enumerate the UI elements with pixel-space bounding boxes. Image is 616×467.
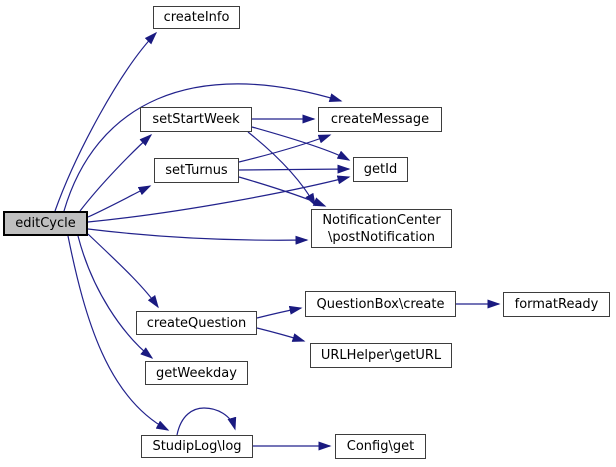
node-urlhelper-geturl[interactable]: URLHelper\getURL (310, 343, 452, 368)
edge-editCycle-StudipLog (67, 235, 170, 431)
edge-createQuestion-QuestionBox (256, 305, 303, 319)
edge-createQuestion-URLHelper (256, 327, 306, 342)
node-notificationcenter-postnotification[interactable]: NotificationCenter \postNotification (311, 209, 452, 248)
node-getWeekday[interactable]: getWeekday (145, 361, 248, 385)
edge-setTurnus-getId (238, 164, 351, 174)
edge-setTurnus-createMessage (238, 134, 332, 163)
edge-setTurnus-NotificationCenter (238, 176, 327, 207)
node-setTurnus[interactable]: setTurnus (154, 158, 239, 183)
edge-editCycle-createQuestion (87, 233, 159, 309)
edge-editCycle-setStartWeek (79, 133, 153, 212)
edge-setStartWeek-NotificationCenter (247, 131, 316, 207)
node-config-get[interactable]: Config\get (335, 434, 426, 459)
edge-editCycle-createInfo (54, 31, 158, 212)
node-label-line: \postNotification (327, 229, 436, 245)
node-createInfo[interactable]: createInfo (153, 6, 240, 29)
node-questionbox-create[interactable]: QuestionBox\create (305, 291, 456, 317)
edge-editCycle-createMessage (63, 83, 343, 212)
edge-editCycle-getId (87, 175, 351, 223)
node-getId[interactable]: getId (353, 157, 408, 182)
node-formatReady[interactable]: formatReady (503, 292, 610, 317)
edge-StudipLog-self-loop (176, 407, 237, 436)
node-createMessage[interactable]: createMessage (318, 107, 442, 132)
node-editCycle[interactable]: editCycle (3, 211, 88, 236)
node-createQuestion[interactable]: createQuestion (136, 311, 257, 335)
node-setStartWeek[interactable]: setStartWeek (140, 107, 252, 132)
edge-editCycle-getWeekday (77, 235, 154, 359)
node-label-line: NotificationCenter (322, 212, 441, 228)
edge-editCycle-NotificationCenter (87, 228, 309, 245)
node-studiplog-log[interactable]: StudipLog\log (141, 435, 253, 458)
edge-setStartWeek-getId (251, 126, 351, 161)
edge-editCycle-setTurnus (87, 185, 152, 218)
